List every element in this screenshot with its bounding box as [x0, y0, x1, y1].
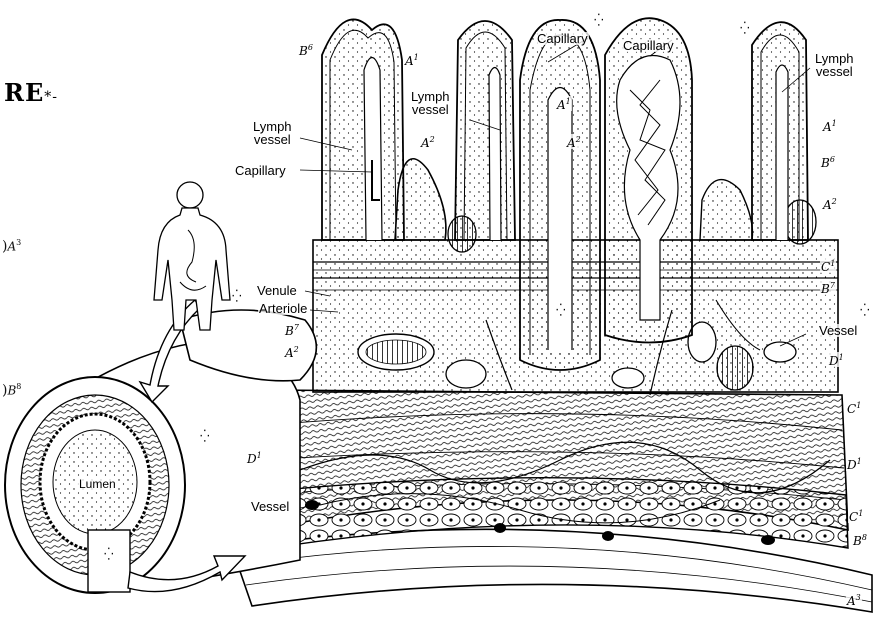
sparkle-mark: ⁛	[860, 304, 870, 316]
label-vessel-lower-left: Vessel	[250, 500, 290, 513]
code-c1-right-mid: C1	[846, 400, 862, 415]
code-a2-right: A2	[822, 196, 838, 211]
code-letter: C	[847, 402, 856, 416]
code-d1-right-upper: D1	[828, 352, 845, 367]
sparkle-mark: ⁛	[594, 14, 604, 26]
title-suffix: *-	[44, 89, 58, 105]
code-sup: 2	[832, 197, 837, 206]
code-sup: 1	[832, 119, 837, 128]
code-d1-left: D1	[246, 450, 263, 465]
label-arteriole: Arteriole	[258, 302, 308, 315]
label-capillary-top-right: Capillary	[622, 39, 675, 52]
code-a2-left: A2	[420, 134, 436, 149]
label-lymph-vessel-center: Lymph vessel	[410, 90, 451, 116]
code-sup: 2	[576, 135, 581, 144]
code-letter: A	[847, 594, 856, 608]
code-b6-right: B6	[820, 154, 836, 169]
code-letter: A	[823, 120, 832, 134]
code-sup: 1	[830, 259, 835, 268]
intestine-tube	[5, 300, 316, 593]
code-c1-upper: C1	[820, 258, 836, 273]
code-b6-top: B6	[298, 42, 314, 57]
code-sup: 1	[414, 53, 419, 62]
code-a2-lower-left: A2	[284, 344, 300, 359]
label-capillary-left: Capillary	[234, 164, 287, 177]
sparkle-mark: ⁛	[200, 430, 210, 442]
villus-6	[700, 180, 753, 240]
code-letter: B	[821, 282, 830, 296]
serosa-layer	[232, 529, 872, 612]
code-sup: 2	[430, 135, 435, 144]
title-text: RE	[4, 78, 44, 107]
code-sup: 2	[294, 345, 299, 354]
sparkle-mark: ⁛	[740, 22, 750, 34]
margin-mark-sup: 3	[16, 238, 21, 247]
margin-mark-code: B	[7, 384, 16, 398]
code-letter: B	[299, 44, 308, 58]
code-letter: B	[821, 156, 830, 170]
code-c1-right-lower: C1	[848, 508, 864, 523]
code-sup: 7	[830, 281, 835, 290]
margin-mark-sup: 8	[16, 382, 21, 391]
code-a3-bottom: A3	[846, 592, 862, 607]
code-letter: D	[829, 354, 839, 368]
title-fragment: RE*-	[4, 78, 58, 107]
code-letter: A	[285, 346, 294, 360]
code-letter: C	[821, 260, 830, 274]
code-letter: C	[849, 510, 858, 524]
code-sup: 7	[294, 323, 299, 332]
label-venule: Venule	[256, 284, 298, 297]
code-letter: A	[557, 98, 566, 112]
margin-mark-code: A	[7, 240, 16, 254]
sparkle-mark: ⁛	[104, 548, 114, 560]
code-sup: 6	[308, 43, 313, 52]
villus-2	[395, 159, 446, 240]
code-sup: 1	[566, 97, 571, 106]
code-b7-left: B7	[284, 322, 300, 337]
label-lymph-vessel-left: Lymph vessel	[252, 120, 293, 146]
code-sup: 8	[862, 533, 867, 542]
label-lumen: Lumen	[78, 478, 117, 491]
sparkle-mark: ⁛	[232, 290, 242, 302]
code-sup: 1	[856, 401, 861, 410]
code-sup: 3	[856, 593, 861, 602]
label-capillary-top-left: Capillary	[536, 32, 589, 45]
code-b7-right: B7	[820, 280, 836, 295]
code-letter: D	[847, 458, 857, 472]
sparkle-mark: ⁛	[556, 304, 566, 316]
zoom-box	[88, 530, 130, 592]
code-a1-left: A1	[404, 52, 420, 67]
margin-mark-a3: )A3	[2, 238, 21, 255]
code-b8-right: B8	[852, 532, 868, 547]
code-letter: B	[853, 534, 862, 548]
code-sup: 1	[839, 353, 844, 362]
code-letter: D	[247, 452, 257, 466]
code-letter: A	[567, 136, 576, 150]
code-sup: 1	[858, 509, 863, 518]
margin-mark-b8: )B8	[2, 382, 21, 399]
code-a2-center: A2	[566, 134, 582, 149]
code-sup: 1	[857, 457, 862, 466]
label-lymph-vessel-top-right: Lymph vessel	[814, 52, 855, 78]
code-letter: A	[421, 136, 430, 150]
code-sup: 1	[257, 451, 262, 460]
code-letter: A	[823, 198, 832, 212]
code-d1-right-lower: D1	[846, 456, 863, 471]
code-a1-right: A1	[822, 118, 838, 133]
code-a1-center: A1	[556, 96, 572, 111]
label-vessel-right: Vessel	[818, 324, 858, 337]
code-sup: 6	[830, 155, 835, 164]
code-letter: B	[285, 324, 294, 338]
code-letter: A	[405, 54, 414, 68]
villus-1	[322, 19, 404, 240]
